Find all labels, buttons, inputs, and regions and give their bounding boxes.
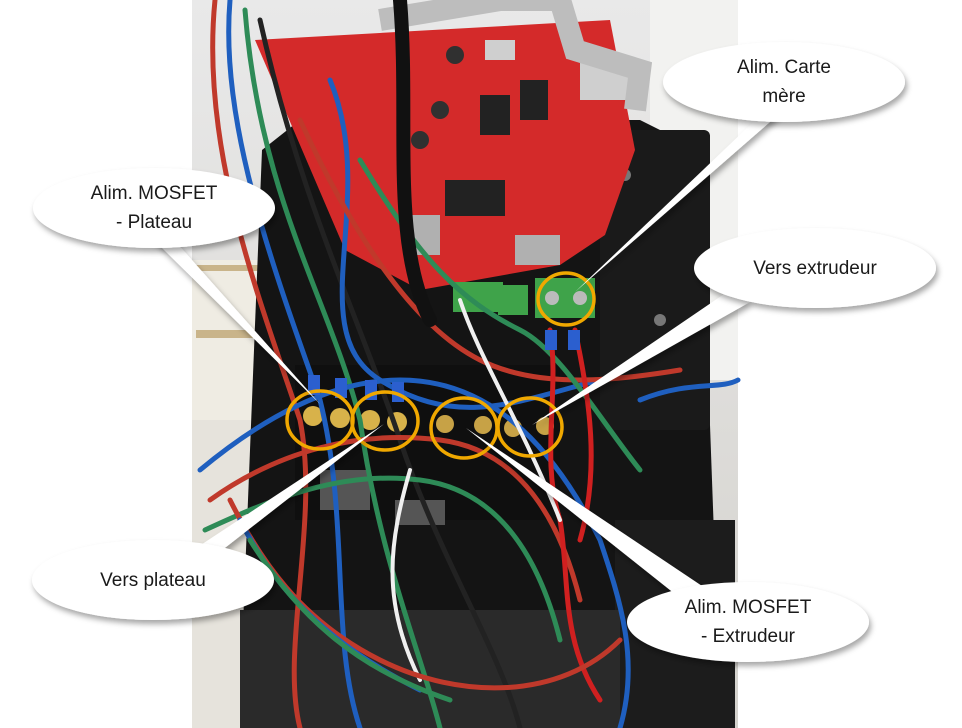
label-alim-carte-mere-line2: mère xyxy=(762,86,806,107)
bubble-vers-plateau xyxy=(32,540,274,620)
highlight-rings xyxy=(285,271,596,460)
bubble-alim-carte-mere xyxy=(663,42,905,122)
label-alim-carte-mere: Alim. Carte mère xyxy=(664,44,904,120)
label-alim-mosfet-plateau: Alim. MOSFET - Plateau xyxy=(34,170,274,246)
stepper-motor xyxy=(600,130,710,430)
label-vers-extrudeur-text: Vers extrudeur xyxy=(753,257,877,279)
bubble-alim-mosfet-extrudeur xyxy=(627,582,869,662)
ring-extrudeur-output xyxy=(496,396,564,458)
callout-pointers xyxy=(150,108,786,602)
ring-plateau-output xyxy=(350,390,420,452)
label-alim-mosfet-plateau-line2: - Plateau xyxy=(115,212,193,233)
ribbon-cable xyxy=(378,0,653,112)
ring-power-input xyxy=(536,271,596,327)
label-alim-mosfet-extrudeur: Alim. MOSFET - Extrudeur xyxy=(628,584,868,660)
label-alim-carte-mere-line1: Alim. Carte xyxy=(737,57,831,78)
bubble-alim-mosfet-plateau xyxy=(33,168,275,248)
label-vers-plateau-text: Vers plateau xyxy=(100,569,206,591)
label-alim-mosfet-extrudeur-line1: Alim. MOSFET xyxy=(684,597,812,618)
label-alim-mosfet-plateau-line1: Alim. MOSFET xyxy=(90,183,218,204)
bubble-vers-extrudeur xyxy=(694,228,936,308)
label-vers-plateau: Vers plateau xyxy=(33,542,273,618)
wires xyxy=(197,0,741,728)
label-alim-mosfet-extrudeur-line2: - Extrudeur xyxy=(701,626,795,647)
callout-bubbles xyxy=(32,42,936,662)
controller-board xyxy=(255,20,640,290)
label-vers-extrudeur: Vers extrudeur xyxy=(695,230,935,306)
